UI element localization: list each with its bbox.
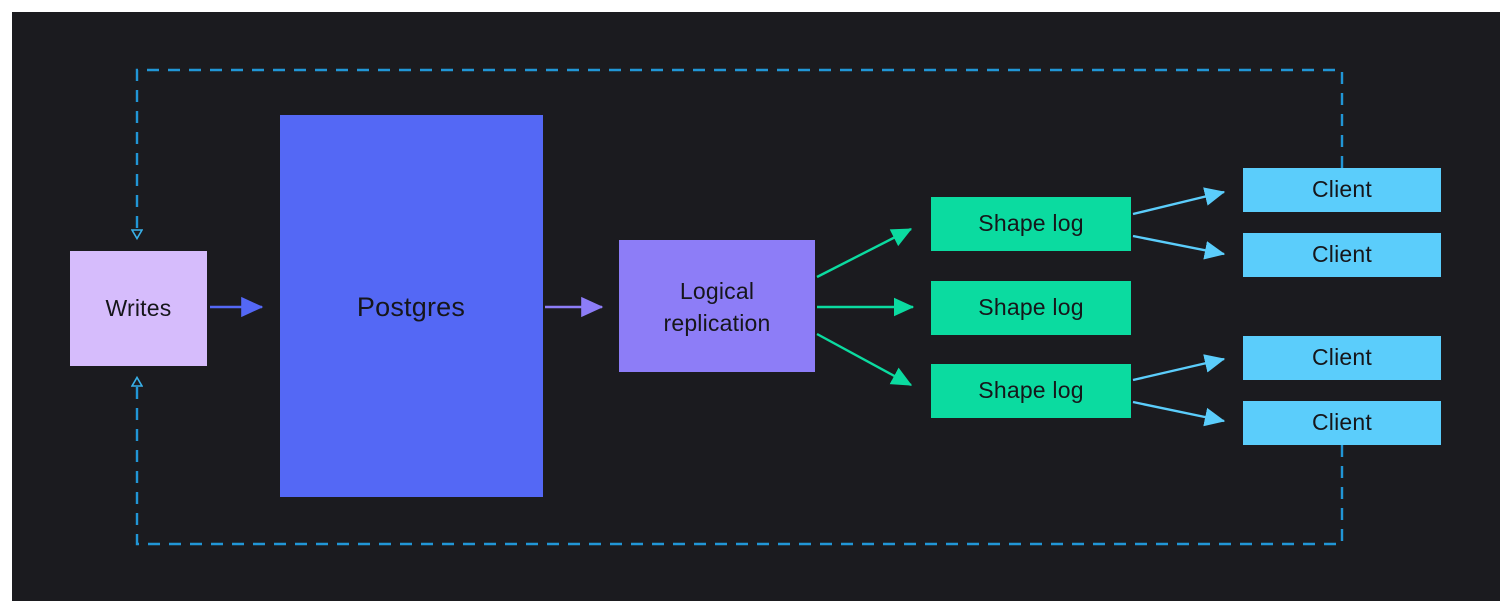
postgres-box[interactable]: [280, 115, 543, 497]
shape-log-3-label: Shape log: [978, 377, 1083, 403]
writes-box[interactable]: [70, 251, 207, 366]
edge-client-1-to-writes-feedback: [137, 68, 1344, 238]
logical-replication-label-line2: replication: [663, 310, 770, 336]
client-1-label: Client: [1312, 176, 1372, 202]
node-client-3[interactable]: Client: [1243, 336, 1441, 380]
edge-shape-log-3-to-client-4: [1132, 400, 1226, 427]
flow-edges: [210, 187, 1226, 427]
shape-log-2-box[interactable]: [931, 281, 1131, 335]
node-client-2[interactable]: Client: [1243, 233, 1441, 277]
writes-label: Writes: [106, 295, 172, 321]
client-4-label: Client: [1312, 409, 1372, 435]
shape-log-2-label: Shape log: [978, 294, 1083, 320]
edge-shape-log-3-to-client-3: [1132, 354, 1226, 382]
edge-shape-log-1-to-client-1: [1132, 187, 1226, 216]
shape-log-3-box[interactable]: [931, 364, 1131, 418]
postgres-label: Postgres: [357, 292, 465, 322]
node-writes[interactable]: Writes: [70, 251, 207, 366]
logical-replication-label-line1: Logical: [680, 278, 754, 304]
client-4-box[interactable]: [1243, 401, 1441, 445]
client-2-box[interactable]: [1243, 233, 1441, 277]
shape-log-1-box[interactable]: [931, 197, 1131, 251]
node-shape-log-1[interactable]: Shape log: [931, 197, 1131, 251]
edge-logical-replication-to-shape-log-1: [816, 227, 913, 279]
feedback-loop-edges: [137, 68, 1344, 546]
node-client-4[interactable]: Client: [1243, 401, 1441, 445]
node-shape-log-2[interactable]: Shape log: [931, 281, 1131, 335]
logical-replication-box[interactable]: [619, 240, 815, 372]
client-3-box[interactable]: [1243, 336, 1441, 380]
node-shape-log-3[interactable]: Shape log: [931, 364, 1131, 418]
client-3-label: Client: [1312, 344, 1372, 370]
shape-log-1-label: Shape log: [978, 210, 1083, 236]
client-1-box[interactable]: [1243, 168, 1441, 212]
edge-shape-log-1-to-client-2: [1132, 234, 1226, 260]
node-postgres[interactable]: Postgres: [280, 115, 543, 497]
edge-client-4-to-writes-feedback: [137, 378, 1344, 546]
client-2-label: Client: [1312, 241, 1372, 267]
edge-logical-replication-to-shape-log-3: [816, 332, 913, 387]
node-logical-replication[interactable]: Logical replication: [619, 240, 815, 372]
node-client-1[interactable]: Client: [1243, 168, 1441, 212]
